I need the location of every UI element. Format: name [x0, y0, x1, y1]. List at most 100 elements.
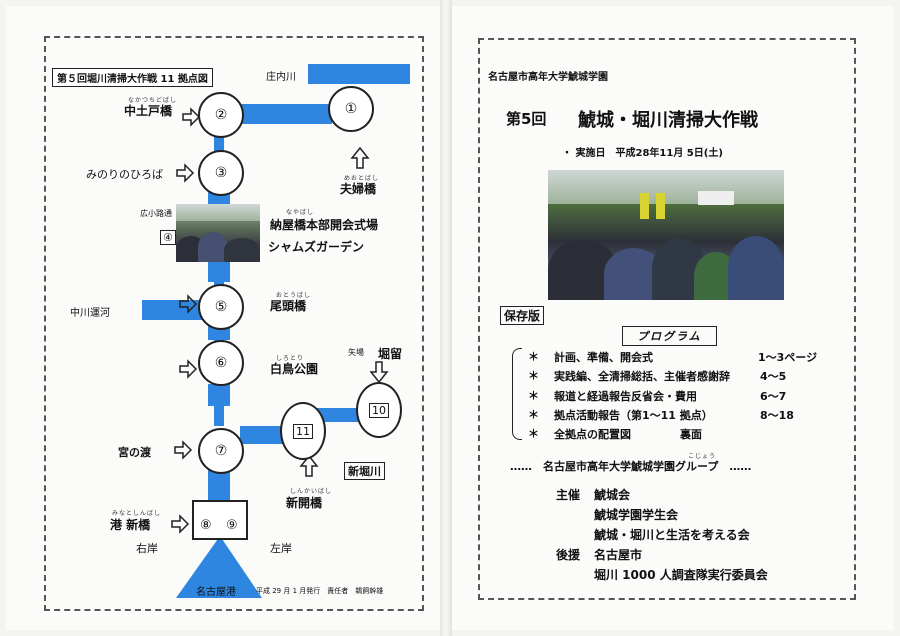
right-bank-label: 右岸: [136, 542, 158, 555]
nakagawa-canal: [142, 300, 202, 320]
point-11-marker: 11: [293, 423, 313, 439]
opening-ceremony-photo-small: [176, 204, 260, 262]
point-5-label: 尾頭橋: [270, 299, 307, 313]
program-item-5: 全拠点の配置図: [554, 428, 631, 441]
point-3-label: みのりのひろば: [86, 168, 163, 181]
program-pages-1: 1〜3ページ: [758, 351, 818, 364]
port-box: [192, 500, 248, 540]
arrow-2: [182, 107, 201, 127]
point-10-oval: 10: [356, 382, 402, 438]
point-7-circle: ⑦: [198, 428, 244, 474]
program-pages-5: 裏面: [680, 428, 702, 441]
arrow-1: [350, 146, 370, 169]
port-triangle: [176, 536, 262, 598]
point-5-ruby: おとうばし: [276, 292, 312, 299]
page-gutter: [440, 0, 452, 636]
point-5-circle: ⑤: [198, 284, 244, 330]
photo-sky: [548, 170, 784, 204]
left-dashed-frame: [44, 36, 424, 611]
point-6-ruby: しろとり: [276, 355, 305, 362]
sponsor-label: 主催: [556, 488, 581, 502]
program-item-4: 拠点活動報告（第1〜11 拠点）: [554, 409, 713, 422]
arrow-10: [369, 361, 389, 384]
photo-banner: [640, 193, 649, 220]
sponsor-3: 鯱城・堀川と生活を考える会: [594, 528, 750, 542]
point-6-circle: ⑥: [198, 340, 244, 386]
map-title: 第５回堀川清掃大作戦 11 拠点図: [52, 68, 213, 87]
photo-crowd: [224, 238, 260, 262]
point-2-circle: ②: [198, 92, 244, 138]
hirokoji-label: 広小路通: [140, 209, 172, 218]
point-4-ruby: なやばし: [286, 209, 315, 216]
photo-sky: [176, 204, 260, 222]
sponsor-1: 鯱城会: [594, 488, 631, 502]
program-bullet: ＊: [528, 427, 539, 440]
point-8-label: 港 新橋: [110, 518, 151, 532]
point-4-marker: ④: [160, 230, 176, 245]
point-11-oval: 11: [280, 402, 326, 460]
point-11-ruby: しんかいばし: [290, 488, 333, 495]
program-title: プログラム: [622, 326, 717, 346]
channel-1-2: [236, 104, 332, 124]
arrow-7: [174, 440, 193, 460]
horidome-label: 堀留: [378, 347, 403, 361]
shonaigawa-label: 庄内川: [266, 72, 296, 83]
arrow-6: [179, 359, 198, 379]
photo-sign: [698, 190, 734, 205]
program-pages-2: 4〜5: [760, 370, 787, 383]
hozon-badge: 保存版: [500, 306, 545, 325]
map-footer: 平成 29 月 1 月発行 責任者 鵜飼幹雄: [256, 587, 384, 595]
program-bullet: ＊: [528, 408, 539, 421]
point-9-marker: ⑨: [226, 518, 238, 533]
point-7-label: 宮の渡: [118, 446, 151, 459]
nakagawa-canal-label: 中川運河: [70, 308, 110, 319]
cleanup-group-photo: [548, 170, 784, 300]
shinhorikawa-label: 新堀川: [344, 462, 385, 480]
point-3-circle: ③: [198, 150, 244, 196]
point-4-label: 納屋橋本部開会式場: [270, 218, 379, 232]
program-bullet: ＊: [528, 369, 539, 382]
point-2-ruby: なかつちどばし: [128, 97, 178, 104]
program-pages-4: 8〜18: [760, 409, 794, 422]
nagoya-port-label: 名古屋港: [196, 587, 236, 598]
arrow-11: [299, 454, 319, 477]
shonai-river: [308, 64, 410, 84]
event-date: ・ 実施日 平成28年11月 5日(土): [562, 148, 723, 159]
arrow-8: [171, 514, 190, 534]
point-8-ruby: みなとしんばし: [112, 510, 162, 517]
program-bullet: ＊: [528, 389, 539, 402]
group-ruby: こじょう: [688, 453, 717, 460]
arrows: [171, 107, 389, 534]
supporter-1: 名古屋市: [594, 548, 643, 562]
arrow-5: [179, 294, 198, 314]
point-4-sublabel: シャムズガーデン: [268, 240, 365, 254]
point-1-label: 夫婦橋: [340, 182, 377, 196]
program-item-2: 実践編、全清掃総括、主催者感謝辞: [554, 370, 730, 383]
point-11-label: 新開橋: [286, 496, 323, 510]
right-dashed-frame: [478, 38, 856, 600]
program-bullet: ＊: [528, 350, 539, 363]
group-line: ‥‥‥ 名古屋市高年大学鯱城学園グループ ‥‥‥: [510, 460, 752, 473]
program-item-3: 報道と経過報告反省会・費用: [554, 390, 697, 403]
org-header: 名古屋市高年大学鯱城学園: [488, 72, 608, 83]
point-8-marker: ⑧: [200, 518, 212, 533]
channel-7-11: [240, 426, 284, 444]
photo-banner: [656, 193, 665, 220]
supporter-2: 堀川 1000 人調査隊実行委員会: [594, 568, 768, 582]
program-pages-3: 6〜7: [760, 390, 787, 403]
point-1-ruby: めおとばし: [344, 175, 380, 182]
point-10-marker: 10: [369, 402, 389, 418]
photo-crowd: [198, 232, 228, 262]
point-6-label: 白鳥公園: [270, 362, 319, 376]
support-label: 後援: [556, 548, 581, 562]
event-title: 鯱城・堀川清掃大作戦: [578, 110, 758, 131]
program-brace: [512, 348, 522, 440]
point-1-circle: ①: [328, 86, 374, 132]
yaba-label: 矢場: [348, 348, 364, 357]
horikawa-mid3: [208, 384, 230, 406]
event-number: 第5回: [506, 110, 547, 128]
program-item-1: 計画、準備、開会式: [554, 351, 653, 364]
photo-crowd: [728, 236, 784, 300]
point-2-label: 中土戸橋: [124, 104, 173, 118]
sponsor-2: 鯱城学園学生会: [594, 508, 679, 522]
